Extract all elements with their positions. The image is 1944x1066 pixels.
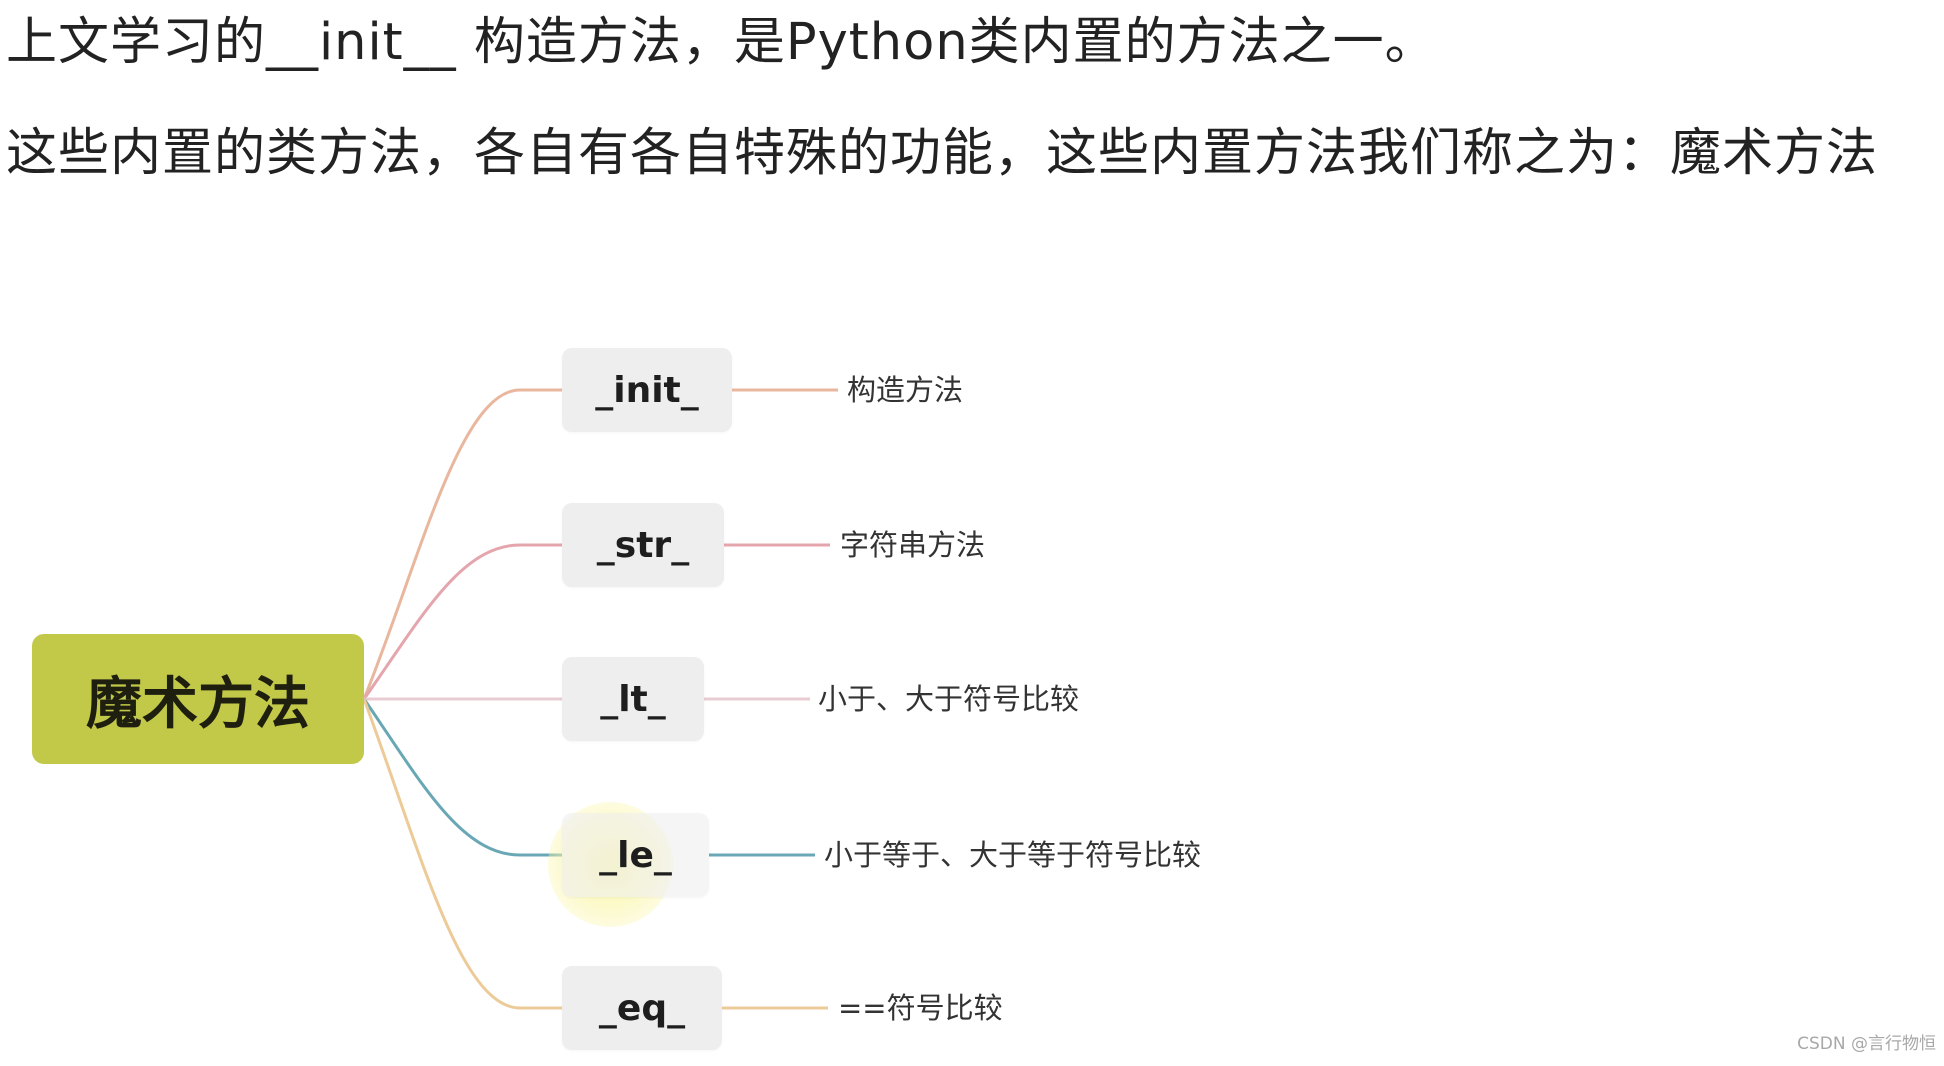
method-label-eq: _eq_ — [598, 987, 686, 1029]
desc-str: 字符串方法 — [840, 528, 986, 562]
desc-init: 构造方法 — [847, 373, 964, 407]
desc-le: 小于等于、大于等于符号比较 — [824, 838, 1202, 872]
connector-le — [362, 698, 562, 857]
csdn-watermark: CSDN @言行物恒 — [1797, 1034, 1936, 1054]
method-label-init: _init_ — [595, 369, 699, 411]
connector-init — [362, 388, 562, 700]
connector-eq — [362, 698, 562, 1010]
method-label-str: _str_ — [596, 524, 690, 566]
intro-line-2: 这些内置的类方法，各自有各自特殊的功能，这些内置方法我们称之为：魔术方法 — [6, 124, 1879, 183]
method-node-eq: _eq_ — [562, 966, 722, 1050]
method-node-le: _le_ — [562, 813, 709, 897]
method-node-str: _str_ — [562, 503, 724, 587]
method-node-init: _init_ — [562, 348, 732, 432]
desc-eq: ==符号比较 — [838, 991, 1003, 1025]
intro-line-1: 上文学习的__init__ 构造方法，是Python类内置的方法之一。 — [6, 13, 1437, 72]
root-label: 魔术方法 — [86, 671, 310, 737]
desc-lt: 小于、大于符号比较 — [818, 682, 1080, 716]
mindmap-root-node: 魔术方法 — [32, 634, 364, 764]
connector-str — [362, 543, 562, 700]
method-label-le: _le_ — [599, 834, 672, 876]
method-node-lt: _lt_ — [562, 657, 704, 741]
method-label-lt: _lt_ — [600, 678, 666, 720]
